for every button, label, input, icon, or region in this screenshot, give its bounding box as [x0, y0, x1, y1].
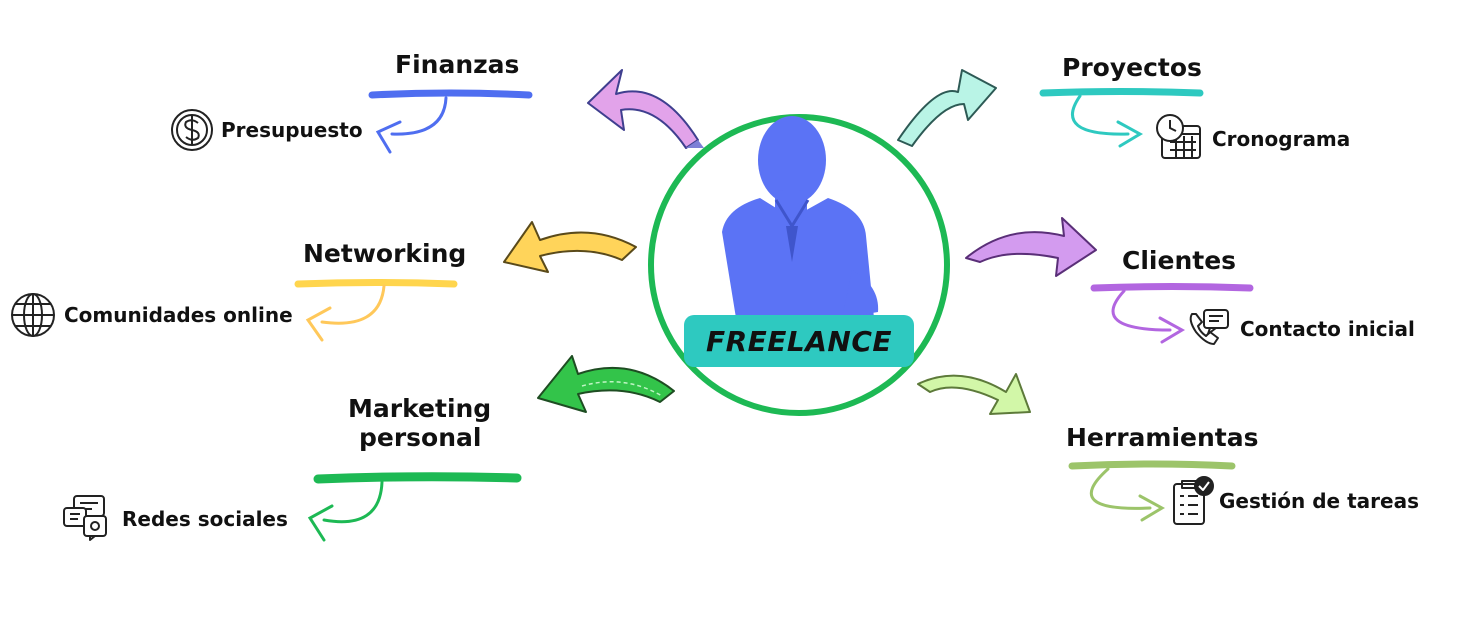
item-comunidades-online: Comunidades online [64, 303, 293, 327]
proyectos-connector [1070, 94, 1144, 148]
clientes-connector [1111, 289, 1186, 344]
finanzas-underline [368, 89, 533, 99]
topic-finanzas: Finanzas [395, 50, 520, 79]
marketing-underline [313, 472, 522, 484]
topic-clientes: Clientes [1122, 246, 1237, 275]
phone-message-icon [1189, 309, 1229, 345]
proyectos-underline [1039, 88, 1204, 97]
dollar-coin-icon [171, 109, 213, 151]
topic-proyectos: Proyectos [1062, 53, 1202, 82]
arrow-to-marketing [537, 355, 675, 413]
task-checklist-icon [1173, 476, 1214, 525]
topic-marketing-line-2: personal [359, 423, 482, 452]
clientes-underline [1090, 283, 1254, 292]
marketing-connector [307, 480, 384, 542]
item-cronograma: Cronograma [1212, 127, 1351, 151]
arrow-to-proyectos [897, 69, 997, 147]
center-label: FREELANCE [684, 315, 914, 367]
arrow-to-finanzas [587, 69, 704, 149]
item-gestion-de-tareas: Gestión de tareas [1219, 489, 1419, 513]
herramientas-underline [1068, 460, 1236, 470]
item-redes-sociales: Redes sociales [122, 507, 288, 531]
center-label-text: FREELANCE [705, 324, 893, 358]
topic-networking: Networking [303, 239, 467, 268]
topic-marketing-line-1: Marketing [348, 394, 492, 423]
finanzas-connector [375, 96, 448, 154]
topic-herramientas: Herramientas [1066, 423, 1259, 452]
networking-underline [294, 279, 458, 288]
businessman-silhouette-icon [722, 116, 879, 318]
shirt-collar [774, 199, 810, 262]
globe-icon [11, 293, 55, 337]
social-chat-icon [63, 495, 107, 541]
center-label-background [684, 315, 914, 367]
arrow-to-clientes [965, 217, 1097, 277]
networking-connector [305, 284, 386, 342]
arrow-to-herramientas [917, 373, 1031, 415]
item-presupuesto: Presupuesto [221, 118, 363, 142]
calendar-clock-icon [1156, 114, 1201, 159]
item-contacto-inicial: Contacto inicial [1240, 317, 1415, 341]
herramientas-connector [1089, 467, 1166, 522]
arrow-to-networking [503, 221, 637, 273]
